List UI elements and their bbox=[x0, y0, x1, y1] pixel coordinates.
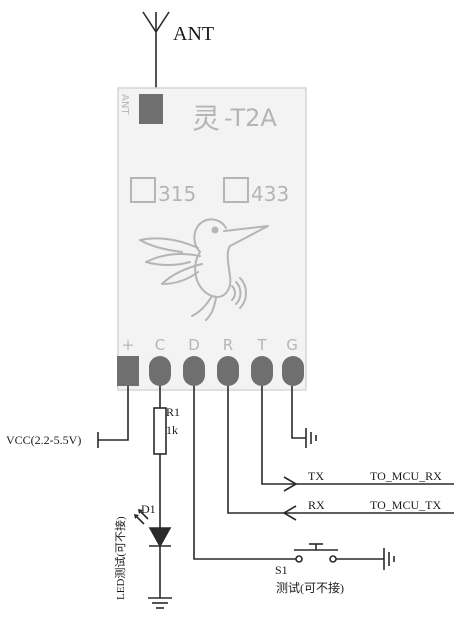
switch-note: 测试(可不接) bbox=[276, 580, 344, 595]
tx-arrow-icon bbox=[283, 476, 298, 492]
tx-label: TX bbox=[308, 469, 324, 483]
pad-g bbox=[282, 356, 304, 386]
rx-wire bbox=[227, 386, 454, 514]
rx-destination: TO_MCU_TX bbox=[370, 498, 441, 512]
pin-labels: + C D R T G bbox=[122, 336, 298, 354]
led-d1 bbox=[135, 510, 172, 548]
module-name: -T2A bbox=[224, 104, 277, 132]
ground-icon-switch bbox=[383, 548, 395, 570]
tx-wire bbox=[261, 386, 454, 485]
g-wire bbox=[291, 386, 306, 439]
led-light-arrow-icons bbox=[134, 509, 143, 519]
pad-c bbox=[149, 356, 171, 386]
ground-icon-g-pin bbox=[305, 428, 317, 448]
hummingbird-logo bbox=[139, 218, 269, 321]
rx-label: RX bbox=[308, 498, 325, 512]
ant-pad-label: ANT bbox=[119, 94, 130, 115]
pad-vcc bbox=[117, 356, 139, 386]
freq-433-label: 433 bbox=[251, 182, 289, 206]
freq-315-checkbox bbox=[130, 177, 156, 203]
ant-pad bbox=[139, 94, 163, 124]
freq-315-label: 315 bbox=[158, 182, 196, 206]
pin-label-t: T bbox=[256, 336, 267, 354]
switch-ref: S1 bbox=[275, 563, 288, 577]
pad-r bbox=[217, 356, 239, 386]
pin-label-d: D bbox=[188, 336, 200, 354]
antenna-label: ANT bbox=[173, 23, 214, 45]
vcc-label: VCC(2.2-5.5V) bbox=[6, 433, 81, 447]
d-wire bbox=[193, 386, 296, 560]
pin-label-c: C bbox=[155, 336, 165, 354]
resistor-value: 1k bbox=[166, 423, 178, 437]
resistor-ref: R1 bbox=[166, 405, 180, 419]
pin-label-r: R bbox=[223, 336, 233, 354]
antenna-symbol bbox=[142, 11, 170, 95]
pin-label-g: G bbox=[286, 336, 298, 354]
pad-d bbox=[183, 356, 205, 386]
vcc-wire bbox=[98, 386, 129, 441]
ground-icon-led bbox=[148, 597, 172, 609]
tx-destination: TO_MCU_RX bbox=[370, 469, 442, 483]
diode-ref: D1 bbox=[141, 502, 156, 516]
pin-label-plus: + bbox=[122, 336, 135, 354]
led-note: LED测试(可不接) bbox=[114, 516, 127, 600]
resistor-r1 bbox=[153, 407, 167, 455]
rx-arrow-icon bbox=[282, 505, 297, 521]
switch-s1 bbox=[294, 543, 338, 563]
freq-433-checkbox bbox=[223, 177, 249, 203]
module-name-glyph: 灵 bbox=[192, 102, 220, 135]
pad-t bbox=[251, 356, 273, 386]
